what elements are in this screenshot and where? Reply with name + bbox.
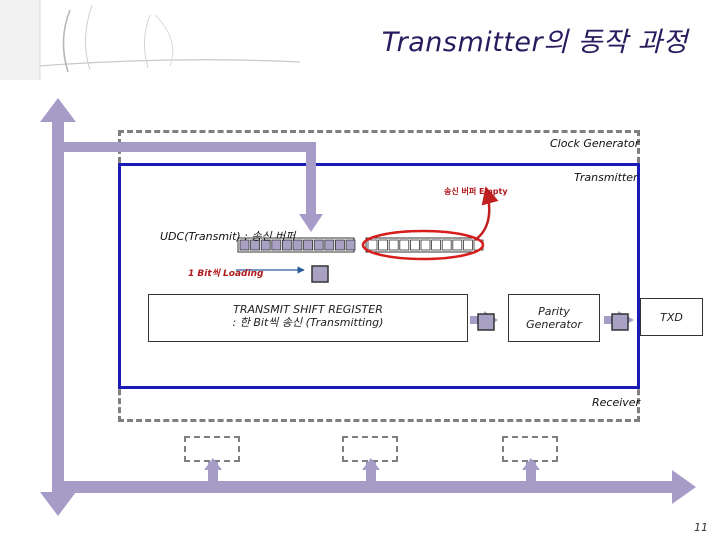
clock-generator-label: Clock Generator bbox=[550, 137, 640, 150]
udc-buffer-filled-cells bbox=[237, 237, 356, 253]
udc-buffer-empty-cells bbox=[365, 237, 484, 253]
buffer-cell-empty bbox=[431, 239, 442, 251]
parity-line1: Parity bbox=[538, 305, 570, 318]
receiver-label: Receiver bbox=[592, 396, 641, 409]
bit-loading-label: 1 Bit씩 Loading bbox=[188, 269, 264, 279]
udc-buffer-label: UDC(Transmit) : 송신 버퍼 bbox=[160, 230, 296, 243]
transmit-shift-register: TRANSMIT SHIFT REGISTER : 한 Bit씩 송신 (Tra… bbox=[148, 294, 468, 342]
buffer-cell-empty bbox=[462, 239, 473, 251]
transmitter-box bbox=[118, 163, 640, 389]
buffer-cell-filled bbox=[313, 239, 324, 251]
buffer-cell-empty bbox=[452, 239, 463, 251]
parity-line2: Generator bbox=[526, 318, 582, 331]
shift-register-desc: : 한 Bit씩 송신 (Transmitting) bbox=[232, 316, 384, 329]
buffer-cell-filled bbox=[292, 239, 303, 251]
header-decoration bbox=[0, 0, 300, 80]
empty-arrow bbox=[474, 186, 499, 242]
parity-generator: Parity Generator bbox=[508, 294, 600, 342]
buffer-cell-filled bbox=[281, 239, 292, 251]
buffer-cell-filled bbox=[250, 239, 261, 251]
receiver-sub-box-1 bbox=[184, 436, 240, 462]
buffer-cell-filled bbox=[260, 239, 271, 251]
shift-output-cell bbox=[477, 313, 495, 331]
buffer-cell-filled bbox=[303, 239, 314, 251]
buffer-cell-filled bbox=[271, 239, 282, 251]
buffer-cell-filled bbox=[239, 239, 250, 251]
buffer-cell-filled bbox=[324, 239, 335, 251]
buffer-cell-empty bbox=[399, 239, 410, 251]
buffer-empty-label: 송신 버퍼 Empty bbox=[444, 187, 508, 196]
buffer-cell-empty bbox=[378, 239, 389, 251]
page-title: Transmitter의 동작 과정 bbox=[381, 27, 688, 58]
buffer-cell-empty bbox=[420, 239, 431, 251]
transmitter-label: Transmitter bbox=[574, 171, 638, 184]
buffer-cell-filled bbox=[345, 239, 356, 251]
buffer-cell-filled bbox=[334, 239, 345, 251]
single-bit-cell bbox=[311, 265, 329, 283]
buffer-cell-empty bbox=[441, 239, 452, 251]
parity-output-cell bbox=[611, 313, 629, 331]
txd-output: TXD bbox=[640, 298, 703, 336]
page-number: 11 bbox=[694, 521, 708, 534]
buffer-cell-empty bbox=[409, 239, 420, 251]
buffer-cell-empty bbox=[367, 239, 378, 251]
system-bus bbox=[40, 98, 696, 516]
receiver-sub-box-3 bbox=[502, 436, 558, 462]
buffer-cell-empty bbox=[388, 239, 399, 251]
shift-register-title: TRANSMIT SHIFT REGISTER bbox=[233, 303, 383, 316]
empty-highlight-ellipse bbox=[361, 229, 485, 261]
